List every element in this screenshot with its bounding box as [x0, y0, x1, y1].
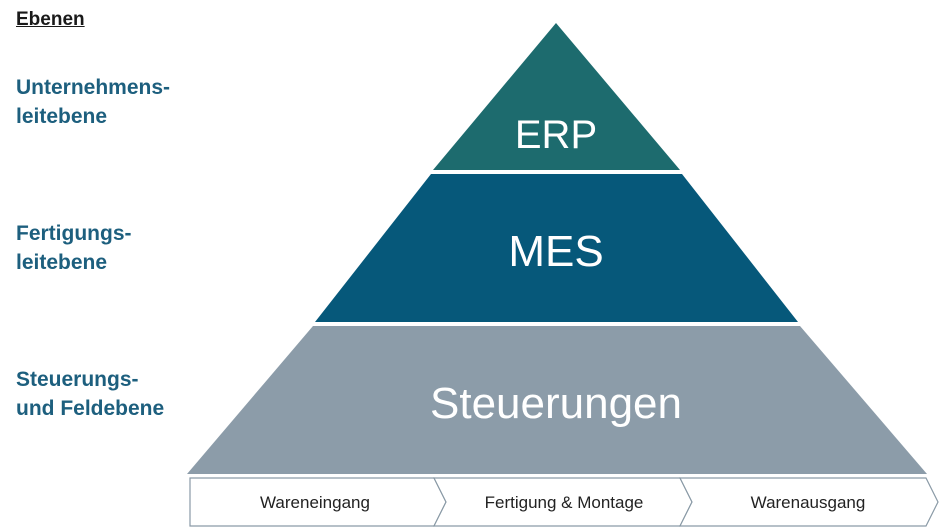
level-label-line: leitebene	[16, 251, 108, 274]
process-step-label: Warenausgang	[751, 493, 866, 512]
pyramid-tier-controls	[187, 326, 927, 474]
tier-label-controls: Steuerungen	[430, 379, 682, 428]
level-label-production: Fertigungs- leitebene	[16, 219, 132, 277]
diagram-heading: Ebenen	[16, 9, 85, 30]
pyramid-tier-mes	[315, 174, 798, 322]
process-step-label: Fertigung & Montage	[485, 493, 644, 512]
level-label-line: Unternehmens-	[16, 76, 171, 99]
level-label-line: und Feldebene	[16, 397, 165, 420]
level-label-line: Fertigungs-	[16, 222, 132, 245]
level-label-line: leitebene	[16, 105, 108, 128]
process-step-label: Wareneingang	[260, 493, 370, 512]
level-label-corporate: Unternehmens- leitebene	[16, 73, 170, 131]
process-step-arrow	[679, 477, 939, 527]
pyramid-tier-erp	[433, 23, 680, 170]
tier-label-mes: MES	[508, 227, 603, 276]
level-label-field: Steuerungs- und Feldebene	[16, 365, 164, 423]
tier-label-erp: ERP	[515, 113, 597, 157]
level-label-line: Steuerungs-	[16, 368, 139, 391]
